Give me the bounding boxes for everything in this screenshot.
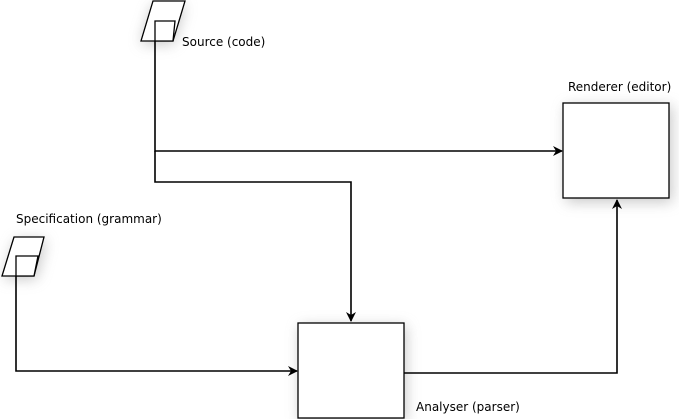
edges [15,41,622,376]
edge-source-to-analyser [154,151,356,322]
analyser-label: Analyser (parser) [416,400,520,414]
edge-source-to-renderer [154,41,563,156]
edge-specification-to-analyser [15,276,298,376]
specification-node [1,236,45,277]
specification-node-inner-square [15,255,39,277]
analyser-node [297,322,405,419]
specification-label: Specification (grammar) [16,212,162,226]
source-label: Source (code) [182,35,266,49]
source-node-inner-square [154,20,176,42]
edge-analyser-to-renderer [404,199,622,374]
renderer-node [562,102,670,199]
source-node [140,0,186,42]
renderer-label: Renderer (editor) [568,80,672,94]
